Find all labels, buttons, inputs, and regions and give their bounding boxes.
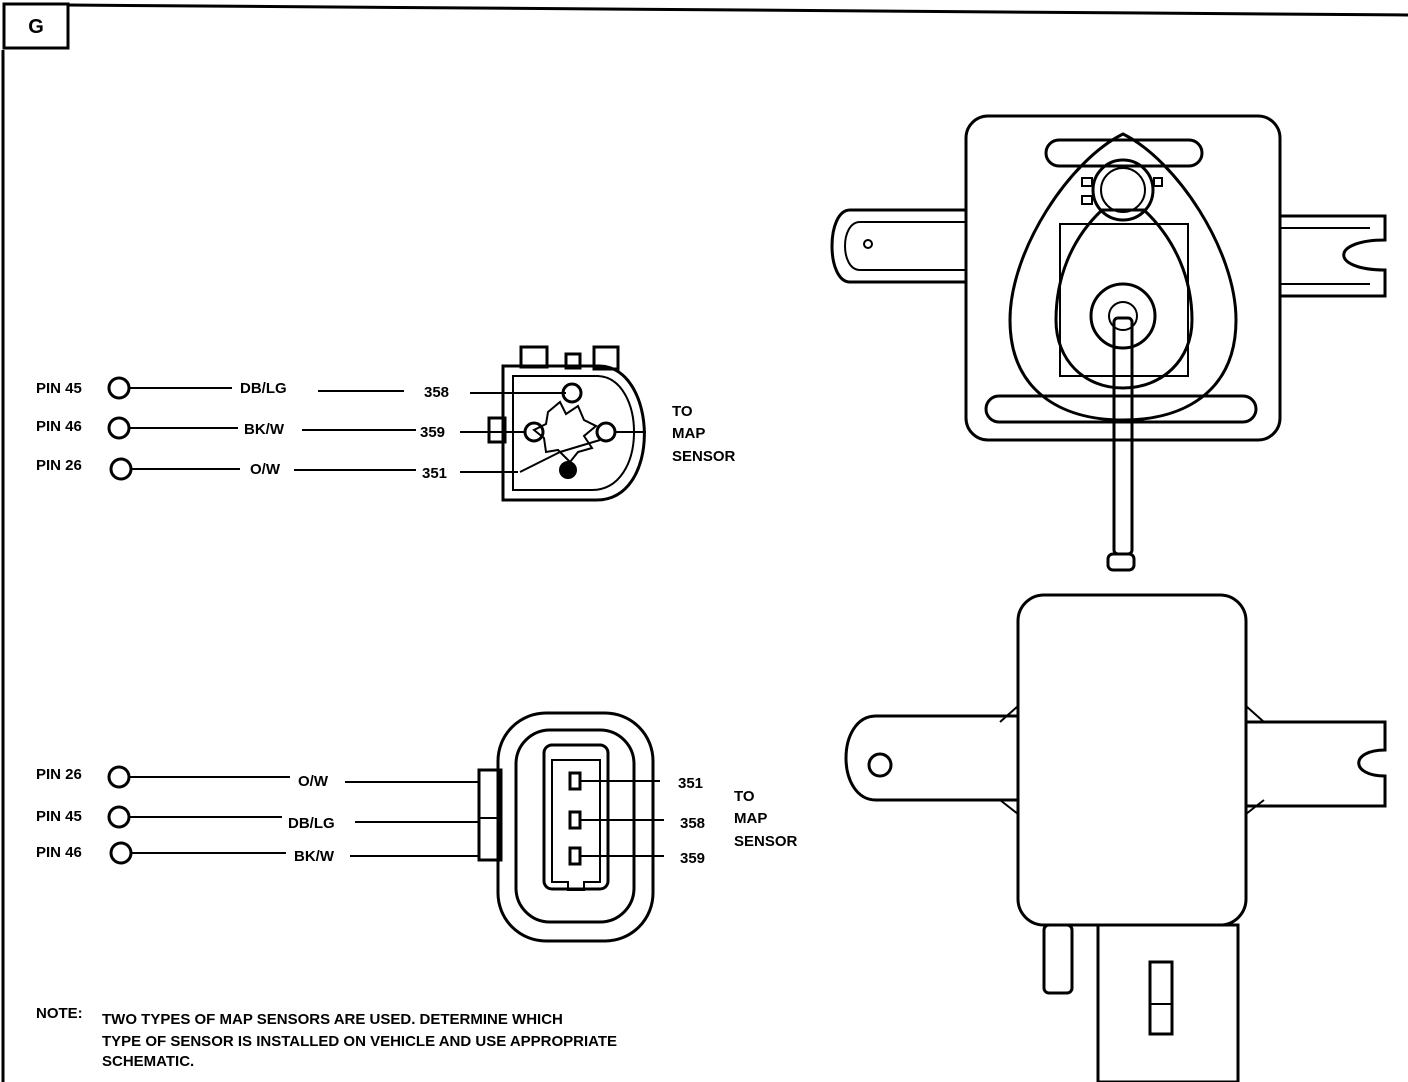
wire-color-label: O/W — [298, 773, 329, 790]
svg-text:SENSOR: SENSOR — [672, 448, 736, 465]
svg-text:TO: TO — [672, 403, 693, 420]
pin-terminal-icon — [109, 457, 133, 481]
circuit-number: 358 — [680, 815, 705, 832]
circuit-number: 351 — [422, 465, 447, 482]
wire-color-label: BK/W — [244, 421, 285, 438]
wire-color-label: BK/W — [294, 848, 335, 865]
circuit-number: 358 — [424, 384, 449, 401]
map-sensor-round-type-icon — [830, 114, 1387, 572]
pin-label: PIN 26 — [36, 457, 82, 474]
pin-terminal-icon — [107, 765, 131, 789]
pin-label: PIN 46 — [36, 418, 82, 435]
pin-terminal-icon — [107, 805, 131, 829]
connector-b-circuits: 351 358 359 — [678, 775, 705, 867]
pin-label: PIN 45 — [36, 808, 82, 825]
connector-b-wiring: PIN 26 O/W PIN 45 DB/LG PIN 46 BK/W — [36, 765, 480, 865]
connector-b-icon — [477, 711, 664, 943]
svg-text:MAP: MAP — [672, 425, 705, 442]
section-tag-letter: G — [28, 16, 44, 38]
wire-color-label: DB/LG — [288, 815, 335, 832]
circuit-number: 351 — [678, 775, 703, 792]
svg-text:SENSOR: SENSOR — [734, 833, 798, 850]
note-line: TYPE OF SENSOR IS INSTALLED ON VEHICLE A… — [102, 1033, 617, 1050]
section-tag: G — [2, 2, 70, 50]
svg-text:MAP: MAP — [734, 810, 767, 827]
connector-a-wiring: PIN 45 DB/LG 358 PIN 46 BK/W 359 PIN 26 … — [36, 376, 566, 482]
connector-b-to-label: TO MAP SENSOR — [734, 788, 798, 850]
pin-terminal-icon — [107, 416, 131, 440]
pin-label: PIN 45 — [36, 380, 82, 397]
circuit-number: 359 — [420, 424, 445, 441]
map-sensor-square-type-icon — [844, 593, 1387, 1082]
diagram-frame — [1, 3, 1408, 1082]
pin-label: PIN 46 — [36, 844, 82, 861]
note-block: NOTE: TWO TYPES OF MAP SENSORS ARE USED.… — [36, 1005, 617, 1070]
note-prefix: NOTE: — [36, 1005, 83, 1022]
connector-a-icon — [487, 345, 646, 502]
pin-terminal-icon — [109, 841, 133, 865]
connector-a-to-label: TO MAP SENSOR — [672, 403, 736, 465]
pin-label: PIN 26 — [36, 766, 82, 783]
note-line: TWO TYPES OF MAP SENSORS ARE USED. DETER… — [102, 1011, 563, 1028]
circuit-number: 359 — [680, 850, 705, 867]
wire-color-label: DB/LG — [240, 380, 287, 397]
svg-text:TO: TO — [734, 788, 755, 805]
note-line: SCHEMATIC. — [102, 1053, 194, 1070]
pin-terminal-icon — [107, 376, 131, 400]
wire-color-label: O/W — [250, 461, 281, 478]
